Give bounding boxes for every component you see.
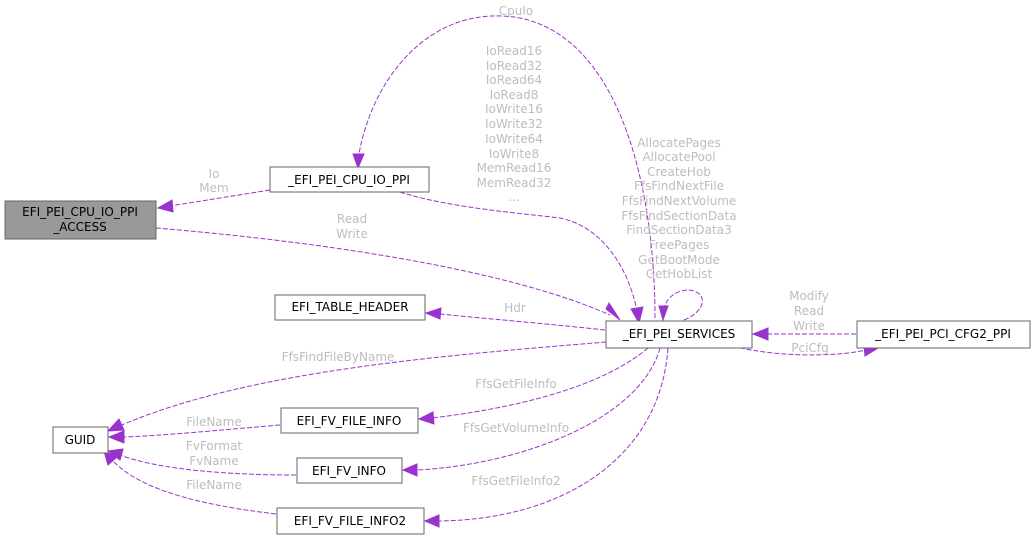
edge-label-ffsgetfileinfo: FfsGetFileInfo	[475, 377, 557, 391]
edge-label-self-members: AllocatePages AllocatePool CreateHob Ffs…	[621, 136, 736, 281]
svg-text:EFI_TABLE_HEADER: EFI_TABLE_HEADER	[291, 300, 408, 314]
svg-text:EFI_FV_INFO: EFI_FV_INFO	[312, 464, 386, 478]
svg-text:FreePages: FreePages	[649, 238, 710, 252]
svg-text:Modify: Modify	[789, 289, 829, 303]
svg-text:MemRead32: MemRead32	[477, 176, 552, 190]
svg-text:Mem: Mem	[199, 181, 228, 195]
svg-text:FvFormat: FvFormat	[186, 439, 243, 453]
edge-label-ffsgetvolumeinfo: FfsGetVolumeInfo	[463, 421, 569, 435]
svg-text:IoWrite32: IoWrite32	[485, 117, 543, 131]
svg-text:GUID: GUID	[65, 433, 96, 447]
edge-ffsgetvolumeinfo	[401, 347, 661, 477]
edge-label-pcicfg: PciCfg	[791, 341, 828, 355]
svg-text:GetBootMode: GetBootMode	[638, 253, 720, 267]
svg-text:Write: Write	[336, 227, 368, 241]
svg-text:FindSectionData3: FindSectionData3	[626, 223, 731, 237]
edge-ffsgetfileinfo2	[423, 347, 669, 528]
node-guid[interactable]: GUID	[52, 426, 109, 454]
svg-text:IoWrite64: IoWrite64	[485, 132, 543, 146]
edge-label-io-mem: Io Mem	[199, 167, 228, 195]
svg-text:IoRead16: IoRead16	[486, 44, 542, 58]
svg-text:FfsFindSectionData: FfsFindSectionData	[621, 209, 736, 223]
svg-text:IoRead64: IoRead64	[486, 73, 542, 87]
edge-filename-2	[103, 450, 277, 515]
svg-text:_ACCESS: _ACCESS	[52, 220, 107, 234]
svg-text:EFI_PEI_CPU_IO_PPI: EFI_PEI_CPU_IO_PPI	[22, 205, 138, 219]
node-efi-table-header[interactable]: EFI_TABLE_HEADER	[274, 294, 426, 321]
svg-text:EFI_FV_FILE_INFO: EFI_FV_FILE_INFO	[297, 414, 402, 428]
edge-ffsfindfilebyname	[106, 341, 607, 432]
edge-label-ffsfindfilebyname: FfsFindFileByName	[282, 350, 395, 364]
svg-text:Read: Read	[794, 304, 824, 318]
node-efi-pei-services[interactable]: _EFI_PEI_SERVICES	[605, 320, 753, 349]
edge-label-hdr: Hdr	[504, 301, 526, 315]
edge-cpu-io-members	[399, 191, 644, 325]
svg-text:AllocatePool: AllocatePool	[642, 150, 715, 164]
node-efi-fv-file-info2[interactable]: EFI_FV_FILE_INFO2	[276, 507, 425, 535]
node-efi-pei-cpu-io-ppi[interactable]: _EFI_PEI_CPU_IO_PPI	[269, 166, 430, 193]
svg-text:_EFI_PEI_CPU_IO_PPI: _EFI_PEI_CPU_IO_PPI	[287, 173, 410, 187]
svg-text:FfsFindNextVolume: FfsFindNextVolume	[622, 194, 737, 208]
svg-text:Read: Read	[337, 212, 367, 226]
node-efi-pei-pci-cfg2-ppi[interactable]: _EFI_PEI_PCI_CFG2_PPI	[856, 320, 1031, 349]
svg-text:...: ...	[508, 190, 519, 204]
edge-label-modify-read-write: Modify Read Write	[789, 289, 829, 333]
edge-filename-1	[107, 424, 281, 444]
svg-text:CreateHob: CreateHob	[647, 165, 711, 179]
edge-self-members	[658, 289, 703, 322]
edge-label-read-write: Read Write	[336, 212, 368, 241]
edge-hdr	[424, 307, 606, 331]
svg-text:IoWrite8: IoWrite8	[489, 147, 539, 161]
svg-text:_EFI_PEI_SERVICES: _EFI_PEI_SERVICES	[622, 327, 736, 341]
edge-label-cpuio: CpuIo	[499, 4, 533, 18]
svg-text:IoRead8: IoRead8	[490, 88, 539, 102]
svg-text:Write: Write	[793, 319, 825, 333]
svg-text:GetHobList: GetHobList	[646, 267, 713, 281]
node-efi-fv-file-info[interactable]: EFI_FV_FILE_INFO	[280, 407, 419, 434]
edge-modify-read-write	[751, 327, 856, 341]
svg-text:Io: Io	[209, 167, 220, 181]
edge-label-ffsgetfileinfo2: FfsGetFileInfo2	[471, 474, 560, 488]
svg-text:FvName: FvName	[189, 454, 238, 468]
edge-cpuio	[352, 15, 656, 319]
svg-text:FfsFindNextFile: FfsFindNextFile	[634, 179, 724, 193]
svg-text:_EFI_PEI_PCI_CFG2_PPI: _EFI_PEI_PCI_CFG2_PPI	[874, 327, 1011, 341]
svg-text:IoWrite16: IoWrite16	[485, 102, 543, 116]
edge-read-write	[155, 227, 621, 321]
node-efi-fv-info[interactable]: EFI_FV_INFO	[296, 457, 403, 484]
edge-label-filename-1: FileName	[186, 415, 241, 429]
edge-label-filename-2: FileName	[186, 478, 241, 492]
svg-text:IoRead32: IoRead32	[486, 59, 542, 73]
svg-text:MemRead16: MemRead16	[477, 161, 552, 175]
edge-label-fvformat-fvname: FvFormat FvName	[186, 439, 243, 468]
edge-io-mem	[156, 189, 271, 213]
edge-ffsgetfileinfo	[417, 347, 649, 425]
svg-text:EFI_FV_FILE_INFO2: EFI_FV_FILE_INFO2	[294, 514, 406, 528]
node-efi-pei-cpu-io-ppi-access[interactable]: EFI_PEI_CPU_IO_PPI _ACCESS	[4, 200, 157, 240]
edge-label-cpu-io-members: IoRead16 IoRead32 IoRead64 IoRead8 IoWri…	[477, 44, 552, 204]
svg-text:AllocatePages: AllocatePages	[637, 136, 721, 150]
